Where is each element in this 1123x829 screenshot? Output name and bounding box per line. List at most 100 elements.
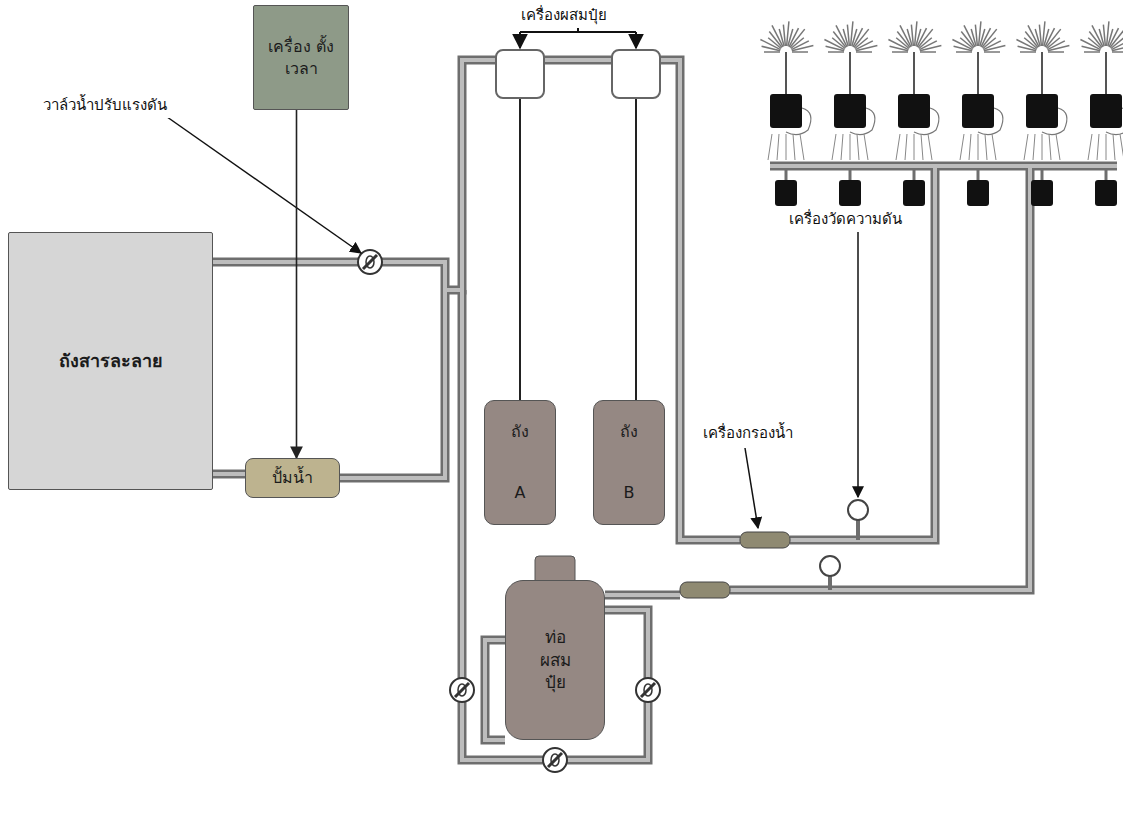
root xyxy=(793,134,795,160)
gauge-stem xyxy=(828,575,832,590)
root xyxy=(928,134,932,160)
pressure-gauge xyxy=(848,500,868,520)
root xyxy=(857,134,859,160)
pipe xyxy=(213,262,445,478)
plant-pot xyxy=(1031,180,1053,206)
mixer-rod xyxy=(635,98,637,402)
root xyxy=(978,134,979,160)
pipe-highlight xyxy=(485,640,505,740)
tree-branch xyxy=(1048,46,1070,51)
mixer-rod xyxy=(519,98,521,402)
tree-branch xyxy=(1112,46,1123,51)
root xyxy=(960,134,964,160)
callout-label: เครื่องกรองน้ำ xyxy=(700,420,796,446)
valve-handle xyxy=(363,255,377,269)
root xyxy=(914,134,915,160)
plant-pot xyxy=(770,94,802,128)
root xyxy=(1106,134,1107,160)
tree-trunk xyxy=(1041,52,1043,96)
root xyxy=(1120,134,1123,160)
drip-stem xyxy=(785,170,788,180)
tree-branch xyxy=(1039,25,1041,46)
plant-pot xyxy=(775,180,797,206)
valve-handle xyxy=(548,753,562,767)
tree-branch xyxy=(956,51,972,53)
root xyxy=(841,134,843,160)
pump-box: ปั้มน้ำ xyxy=(245,458,340,498)
gauge-stem xyxy=(856,519,860,540)
node-text: A xyxy=(515,482,526,504)
tree-branch xyxy=(792,46,814,51)
fertilizer-mixer xyxy=(612,50,660,98)
pipe-connector xyxy=(213,470,245,479)
root xyxy=(969,134,971,160)
tree-branch xyxy=(1048,51,1064,53)
node-text: ท่อ ผสม ปุ๋ย xyxy=(530,626,581,695)
valve-body xyxy=(543,748,567,772)
drip-stem xyxy=(977,170,980,180)
root xyxy=(985,134,987,160)
root xyxy=(921,134,923,160)
pipe-highlight xyxy=(445,60,740,540)
pipe-highlight xyxy=(770,164,1117,168)
pipe xyxy=(730,166,1030,590)
plant-pot xyxy=(1095,180,1117,206)
pipe xyxy=(445,60,740,540)
fertilizer-tank: ถังB xyxy=(593,400,665,525)
root xyxy=(896,134,900,160)
valve-symbol xyxy=(358,250,382,274)
plant-pot xyxy=(962,94,994,128)
tree-branch xyxy=(975,25,977,46)
drip-stem xyxy=(1105,170,1108,180)
tree-branch xyxy=(1103,25,1105,46)
valve-handle xyxy=(641,683,655,697)
plant-pot xyxy=(834,94,866,128)
timer-box: เครื่อง ตั้งเวลา xyxy=(253,5,349,110)
node-text: ถัง xyxy=(620,421,638,443)
valve-handle xyxy=(455,683,469,697)
pipe-highlight xyxy=(213,472,245,476)
node-text: เครื่อง ตั้งเวลา xyxy=(261,36,341,79)
tree-branch xyxy=(892,51,908,53)
node-text: ปั้มน้ำ xyxy=(272,467,313,489)
root xyxy=(905,134,907,160)
tree-branch xyxy=(920,46,942,51)
tree-trunk xyxy=(1105,52,1107,96)
pipe xyxy=(485,640,505,740)
fertilizer-mixer xyxy=(496,50,544,98)
root xyxy=(992,134,996,160)
water-filter xyxy=(740,532,790,548)
tree-branch xyxy=(920,51,936,53)
bracket-arrow xyxy=(519,32,521,48)
pipe xyxy=(605,591,680,600)
solution-tank: ถังสารละลาย xyxy=(8,232,213,490)
root xyxy=(1056,134,1060,160)
valve-port xyxy=(644,684,652,696)
valve-port xyxy=(366,256,374,268)
plant-pot xyxy=(1090,94,1122,128)
valve-symbol xyxy=(450,678,474,702)
pressure-gauge xyxy=(820,556,840,576)
tree-trunk xyxy=(785,52,787,96)
pipe-group xyxy=(213,60,1117,760)
tree-branch xyxy=(792,51,808,53)
callout-label: วาล์วน้ำปรับแรงดัน xyxy=(40,92,170,118)
root xyxy=(768,134,772,160)
root xyxy=(864,134,868,160)
tree-branch xyxy=(984,51,1000,53)
root xyxy=(1088,134,1092,160)
valve-port xyxy=(458,684,466,696)
root xyxy=(1042,134,1043,160)
root xyxy=(786,134,787,160)
tree-branch xyxy=(911,25,913,46)
node-text: ถัง xyxy=(511,421,529,443)
pipe-highlight xyxy=(213,262,445,478)
valve-body xyxy=(358,250,382,274)
root xyxy=(777,134,779,160)
tree-trunk xyxy=(977,52,979,96)
tree-branch xyxy=(984,46,1006,51)
valve-body xyxy=(636,678,660,702)
tree-branch xyxy=(856,51,872,53)
root xyxy=(850,134,851,160)
